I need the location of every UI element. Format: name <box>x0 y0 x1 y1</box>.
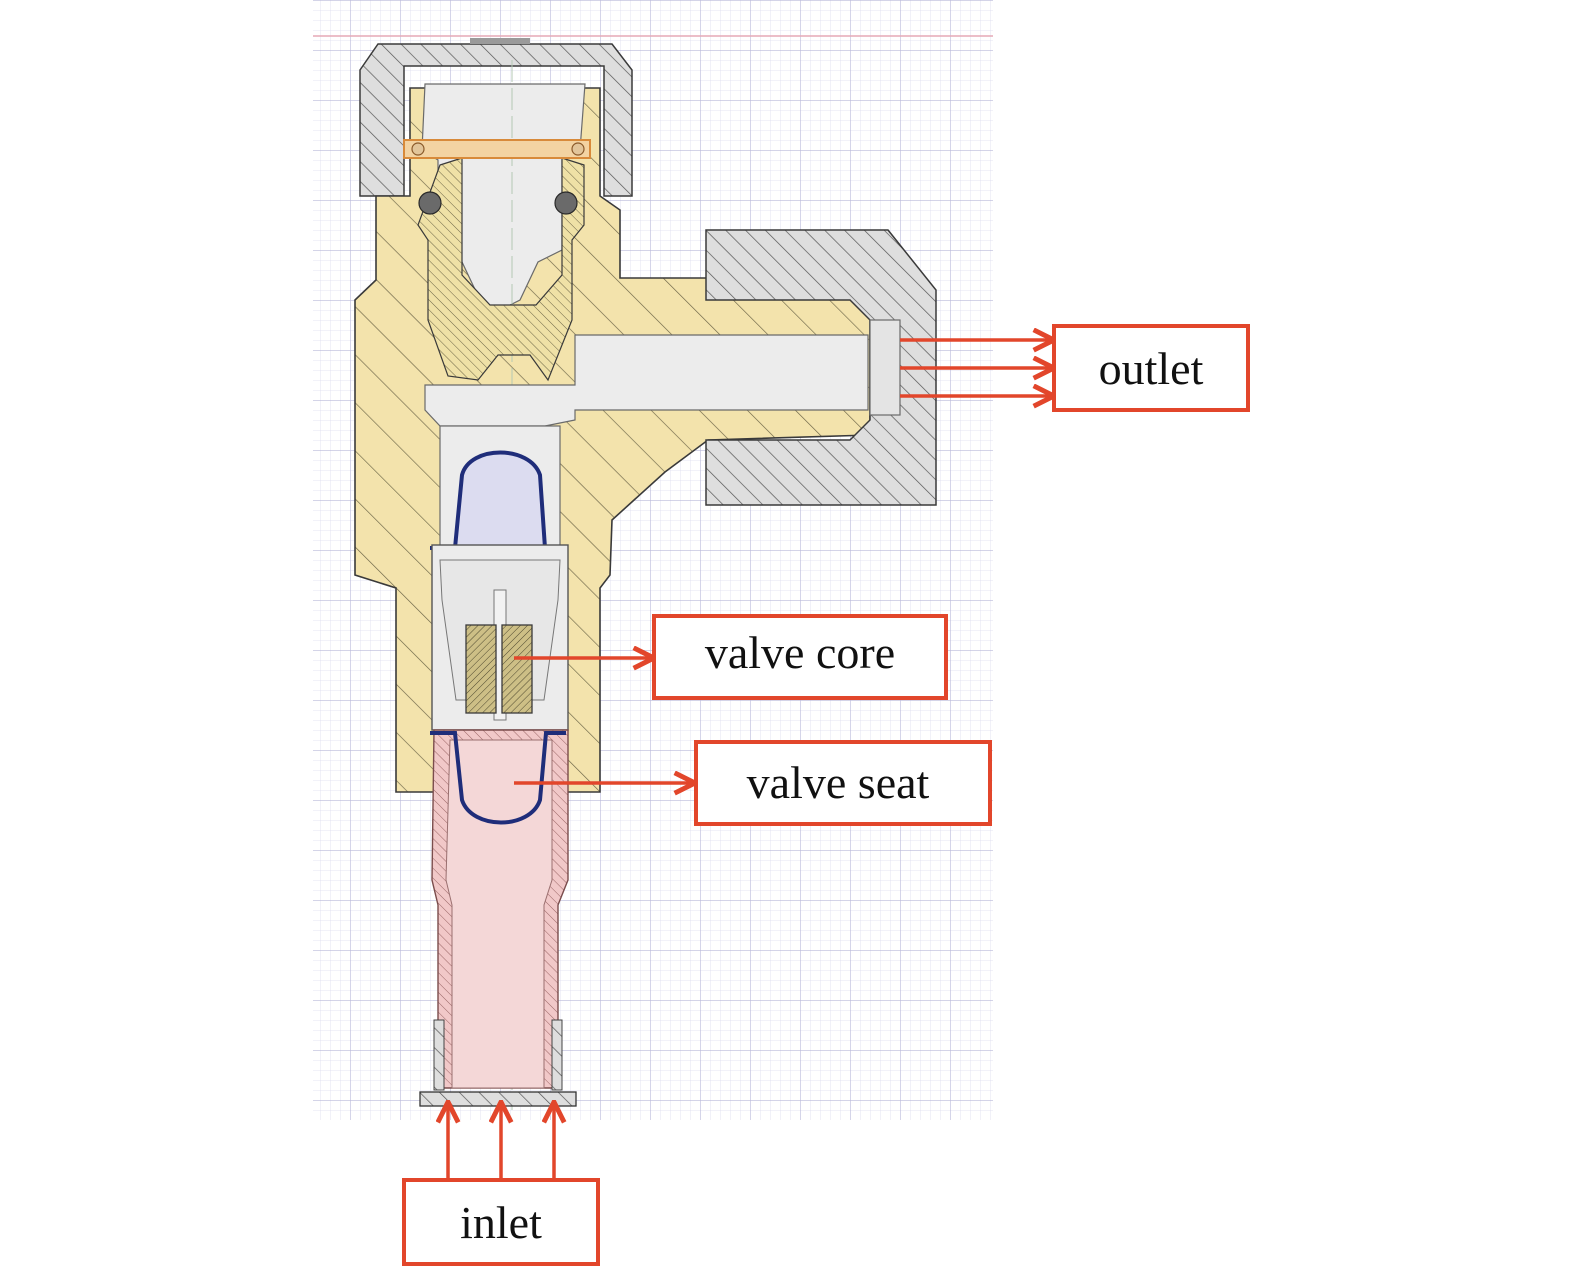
o-ring-left <box>418 191 442 215</box>
upper-seal-cup <box>430 450 566 550</box>
outlet-passage <box>424 334 869 427</box>
valve-core-block-left <box>465 624 497 714</box>
o-ring-right <box>554 191 578 215</box>
valve-seat-cup <box>430 731 566 825</box>
valve-core-label-text: valve core <box>705 627 895 678</box>
outlet-label: outlet <box>1052 324 1250 412</box>
valve-seat-label-text: valve seat <box>747 757 930 808</box>
ring-pin-right <box>571 142 585 156</box>
outlet-label-text: outlet <box>1099 343 1204 394</box>
outlet-seat-recess <box>869 319 901 416</box>
outlet-flow-arrows <box>900 340 1052 396</box>
inlet-sleeve-left <box>433 1019 445 1091</box>
retaining-ring <box>403 139 591 159</box>
cap-top-ridge <box>470 38 530 44</box>
inlet-label: inlet <box>402 1178 600 1266</box>
valve-core-label: valve core <box>652 614 948 700</box>
inlet-sleeve-right <box>551 1019 563 1091</box>
inlet-flange <box>419 1091 577 1107</box>
inlet-tube-bore <box>445 739 553 1089</box>
valve-stem <box>417 157 585 382</box>
inlet-label-text: inlet <box>460 1197 542 1248</box>
inlet-flow-arrows <box>448 1104 554 1178</box>
valve-core-block-right <box>501 624 533 714</box>
valve-seat-label: valve seat <box>694 740 992 826</box>
outlet-nut <box>705 229 937 506</box>
ring-pin-left <box>411 142 425 156</box>
